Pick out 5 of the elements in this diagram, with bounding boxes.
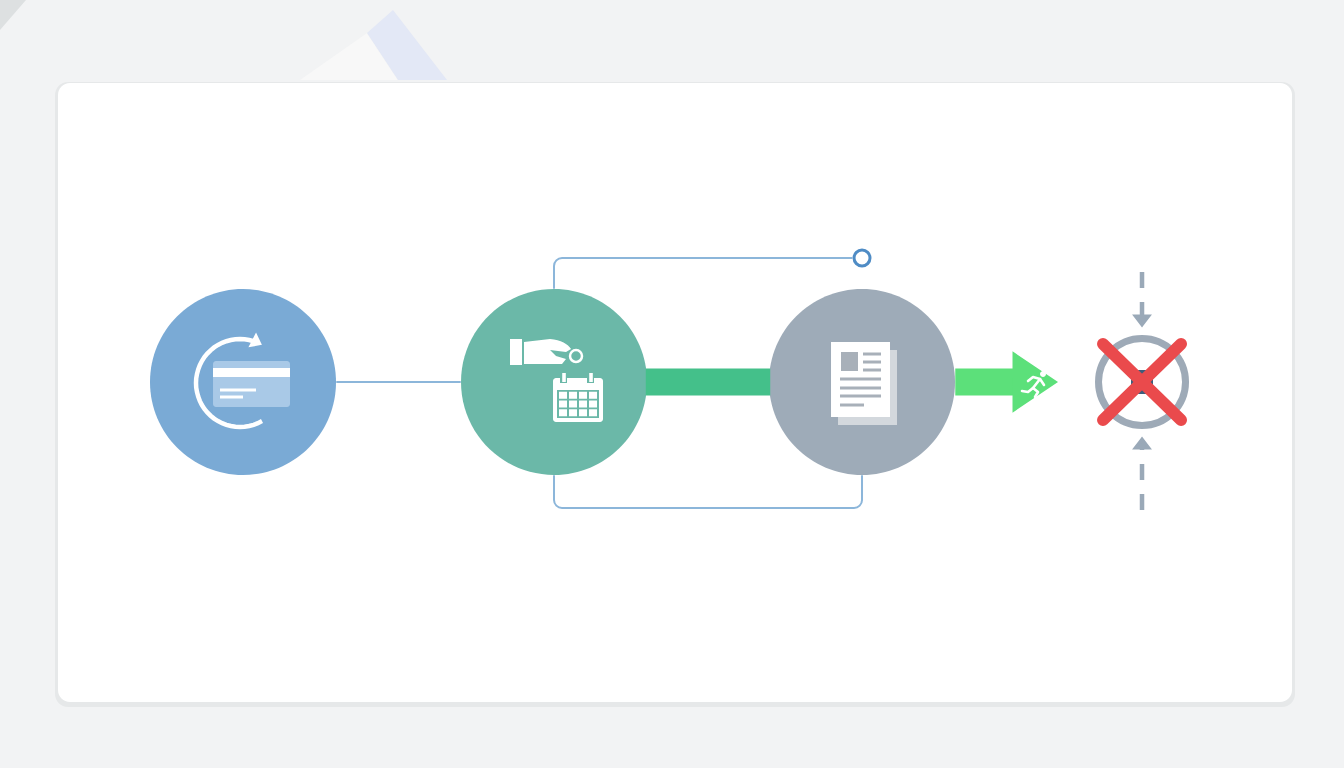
connector-line — [335, 381, 462, 383]
connector-line — [553, 257, 854, 290]
connector-bar — [645, 368, 771, 396]
connector-line — [553, 474, 863, 509]
end-ring — [852, 248, 872, 268]
